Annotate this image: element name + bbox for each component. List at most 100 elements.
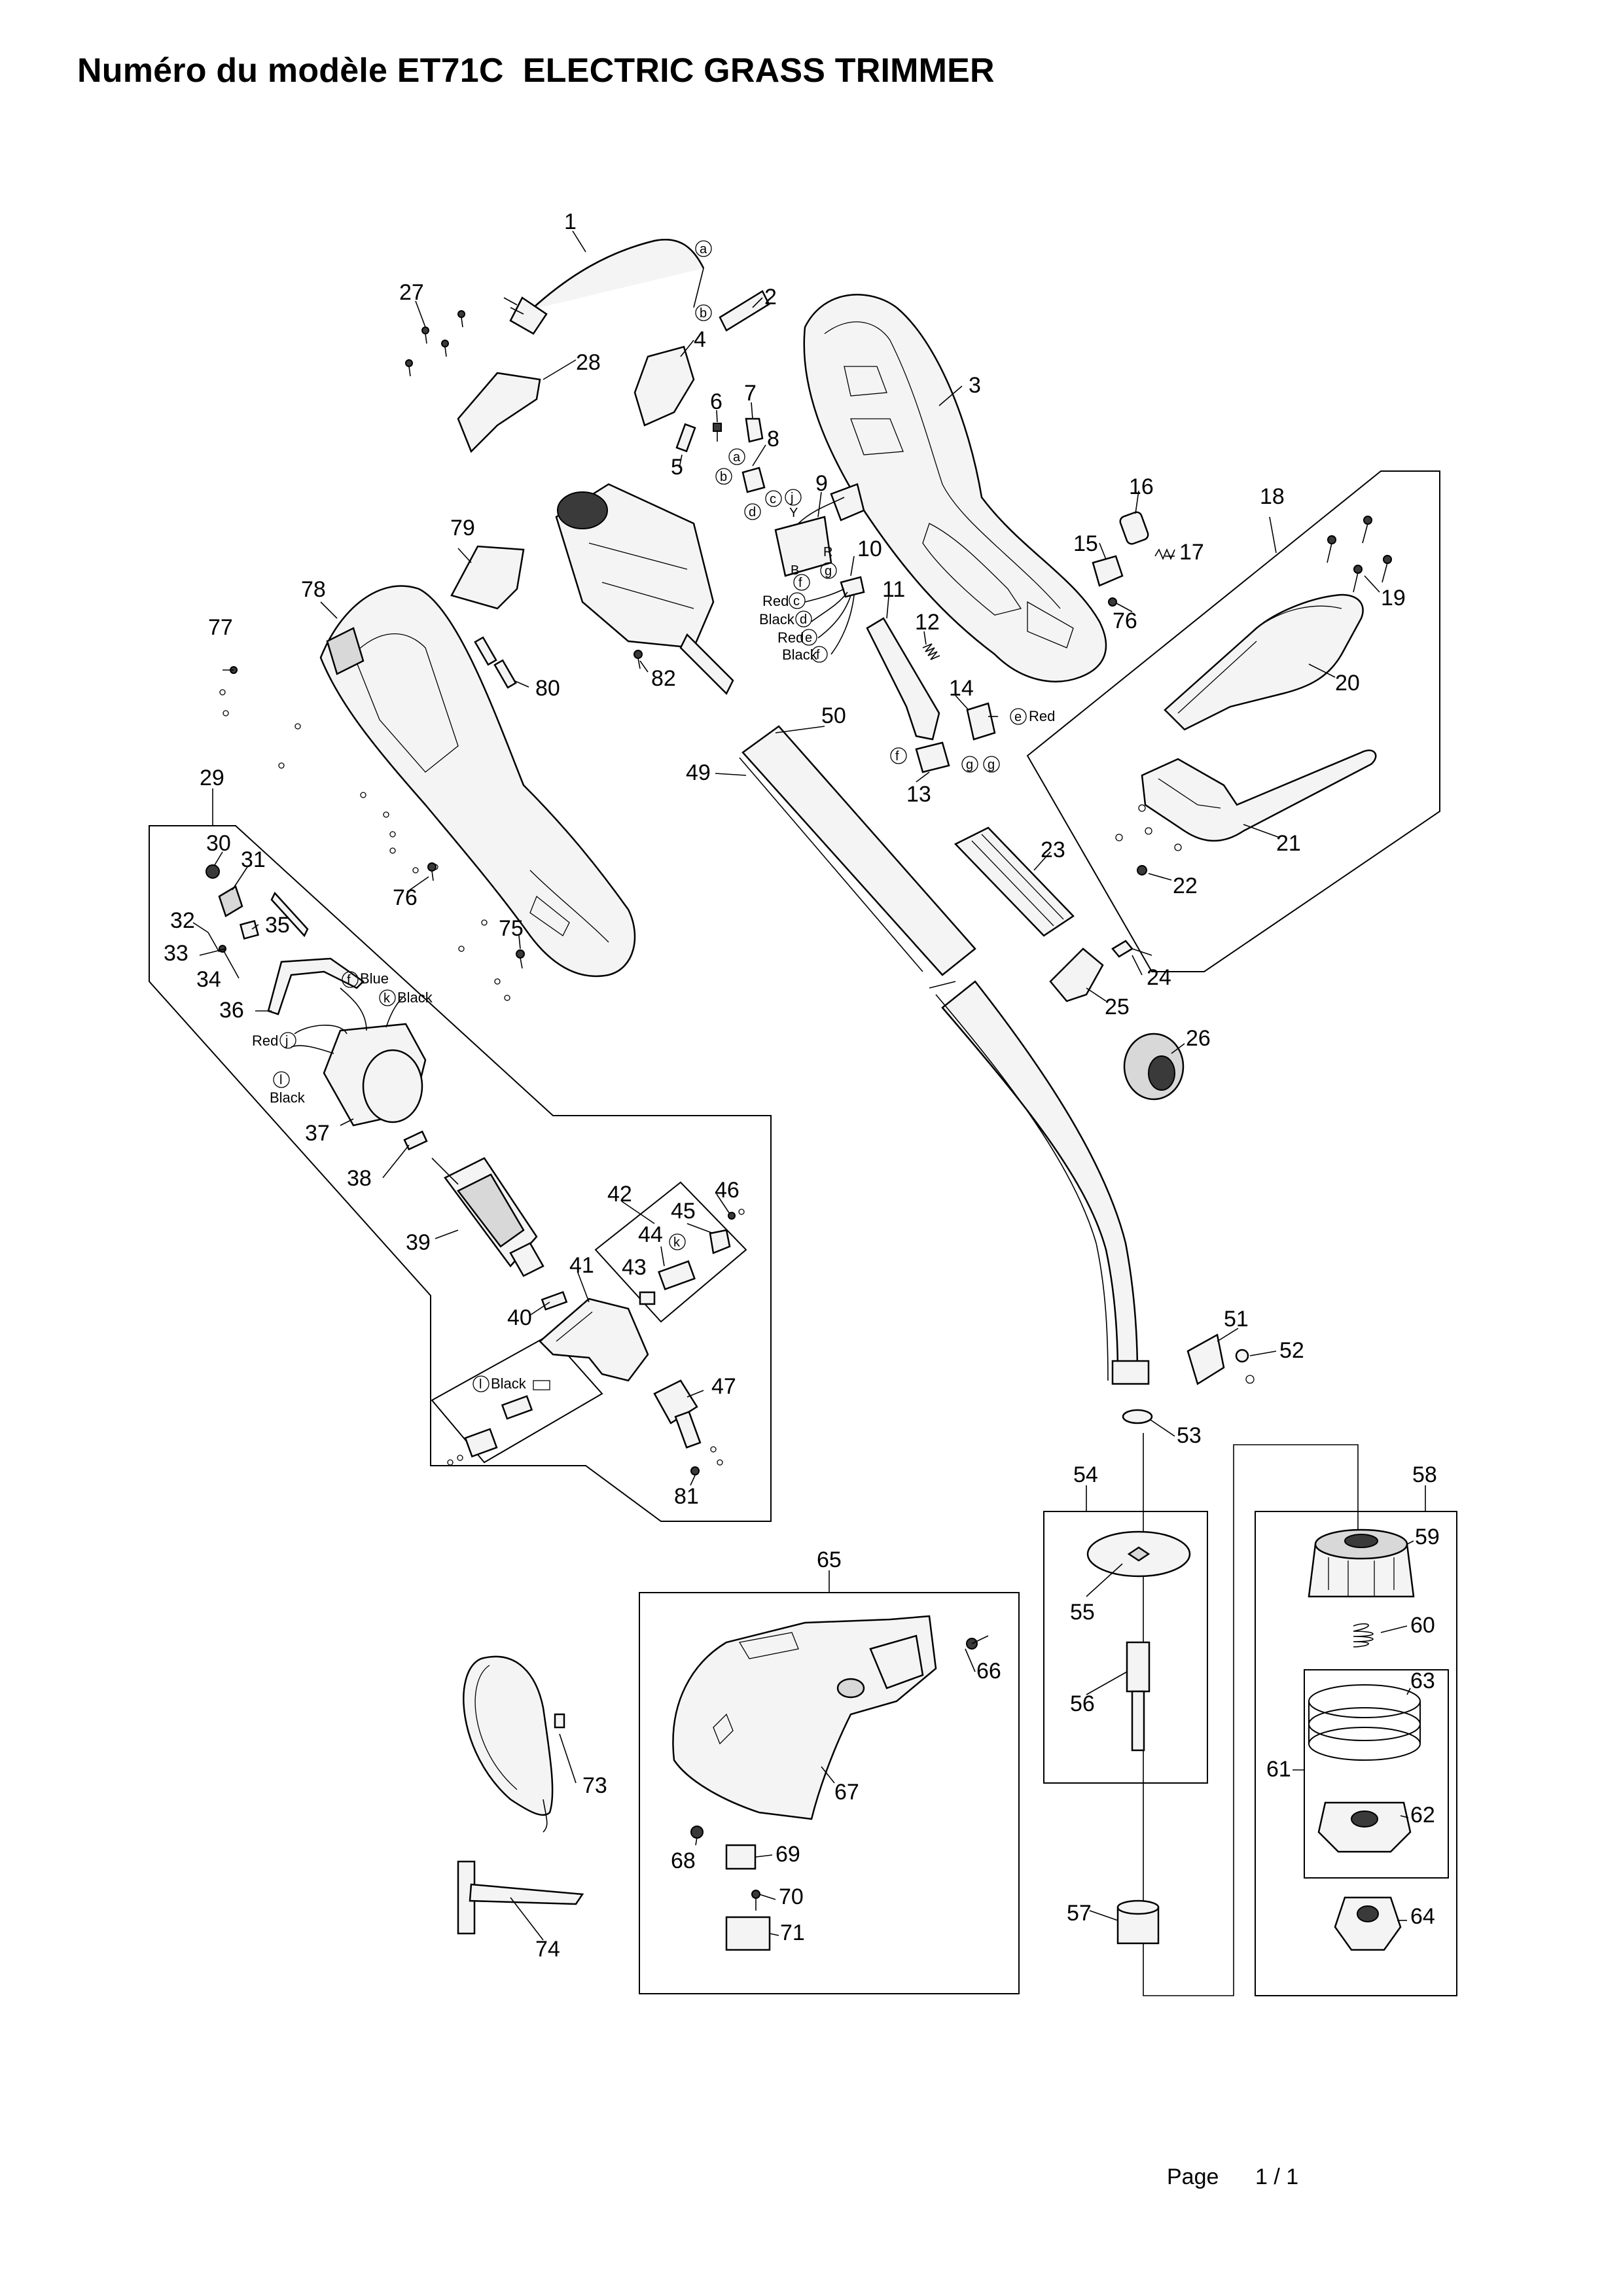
part-label: 70 <box>779 1884 804 1909</box>
front-handle-lower-21 <box>1141 749 1377 842</box>
switch-block-13 <box>915 741 950 773</box>
part-label: 16 <box>1129 474 1154 499</box>
part-label: 75 <box>499 916 524 941</box>
part-label: 55 <box>1070 1600 1095 1625</box>
circled-callouts: a b a b c d j f g c d e f e f g g f k j … <box>273 240 1027 1392</box>
part-label: 25 <box>1105 995 1130 1019</box>
screws-77 <box>219 666 510 1001</box>
cord-sleeve <box>719 290 770 332</box>
part-label: 5 <box>671 455 683 480</box>
part-label: 7 <box>744 381 757 406</box>
part-label: 2 <box>764 285 777 309</box>
callout-e-wire: e <box>800 629 817 646</box>
part-label: 77 <box>208 615 233 640</box>
callout-k-holder: k <box>669 1233 686 1250</box>
part-label: 52 <box>1279 1338 1304 1363</box>
label-71 <box>725 1916 771 1951</box>
brush-holder-44 <box>658 1260 696 1290</box>
svg-text:e: e <box>805 631 812 645</box>
part-label: 32 <box>170 908 195 933</box>
callout-g-block: g <box>961 756 978 773</box>
part-label: 29 <box>200 766 224 790</box>
part-label: 15 <box>1073 531 1098 556</box>
part-label: 20 <box>1335 671 1360 696</box>
svg-text:a: a <box>733 450 741 465</box>
cord-clamp-28 <box>457 372 541 453</box>
screw-66 <box>966 1635 989 1650</box>
part-label: 69 <box>776 1842 800 1867</box>
spacer-40 <box>541 1291 568 1311</box>
part-label: 24 <box>1147 965 1171 990</box>
svg-text:Black: Black <box>782 646 818 663</box>
part-label: 49 <box>686 760 711 785</box>
part-label: 8 <box>767 427 779 451</box>
cutter-69 <box>725 1844 757 1870</box>
part-label: 4 <box>694 327 706 352</box>
line-spool-63 <box>1308 1684 1421 1761</box>
part-label: 73 <box>582 1773 607 1798</box>
shaft-49-50 <box>739 725 1150 1385</box>
svg-text:Red: Red <box>1029 708 1055 724</box>
svg-text:Red: Red <box>777 629 804 646</box>
screw-81 <box>690 1466 700 1475</box>
handle-nuts-22 <box>1115 804 1182 875</box>
spring-12 <box>922 643 940 660</box>
svg-text:b: b <box>720 470 727 484</box>
part-label: 62 <box>1410 1803 1435 1828</box>
part-label: 79 <box>450 516 475 540</box>
front-handle-upper-20 <box>1164 593 1364 731</box>
callout-g-switch: g <box>983 756 1000 773</box>
part-label: 58 <box>1412 1462 1437 1487</box>
part-label: 26 <box>1186 1026 1211 1051</box>
spool-62 <box>1317 1801 1412 1853</box>
part-label: 67 <box>834 1780 859 1805</box>
armature-39 <box>431 1157 544 1277</box>
spindle-56 <box>1126 1641 1150 1752</box>
part-label: 39 <box>406 1230 431 1255</box>
part-label: 68 <box>671 1848 696 1873</box>
svg-text:l: l <box>279 1073 282 1087</box>
part-number-labels: 1 2 3 4 5 6 7 8 9 10 11 12 13 14 15 16 1… <box>164 209 1440 1962</box>
callout-d-wire: d <box>795 610 812 627</box>
switch-lever-11 <box>866 617 940 741</box>
part-label: 50 <box>821 703 846 728</box>
part-label: 82 <box>651 666 676 691</box>
svg-text:j: j <box>285 1034 288 1048</box>
svg-text:f: f <box>816 648 820 662</box>
svg-text:g: g <box>988 758 995 772</box>
part-label: 51 <box>1224 1307 1249 1332</box>
svg-text:f: f <box>798 576 802 590</box>
part-label: 36 <box>219 998 244 1023</box>
wrench-74 <box>457 1860 584 1935</box>
part-label: 9 <box>815 471 828 496</box>
part-label: 76 <box>1113 609 1137 633</box>
part-label: 45 <box>671 1199 696 1224</box>
part-label: 64 <box>1410 1904 1435 1929</box>
part-label: 54 <box>1073 1462 1098 1487</box>
group-outline-29 <box>149 825 772 1522</box>
screw-6 <box>713 423 722 442</box>
svg-text:a: a <box>700 242 707 256</box>
part-label: 42 <box>607 1182 632 1207</box>
spring-60 <box>1353 1623 1374 1648</box>
callout-g-mid: g <box>820 562 837 579</box>
screw-75 <box>516 949 525 969</box>
spacer-38 <box>403 1130 428 1151</box>
leader-lines <box>192 230 1414 1941</box>
svg-text:f: f <box>347 973 351 987</box>
part-label: 56 <box>1070 1691 1095 1716</box>
part-label: 59 <box>1415 1525 1440 1549</box>
part-label: 6 <box>710 389 722 414</box>
handle-housing-left <box>319 585 636 978</box>
callout-d-mid: d <box>744 503 761 520</box>
clamp-25 <box>1049 947 1104 1002</box>
page-number: 1 / 1 <box>1255 2164 1299 2189</box>
part-label: 31 <box>241 847 266 872</box>
svg-text:R: R <box>823 545 832 559</box>
part-label: 22 <box>1173 874 1198 898</box>
page-title: Numéro du modèle ET71C ELECTRIC GRASS TR… <box>77 52 995 90</box>
callout-e-switch: e <box>1010 708 1027 725</box>
button-16 <box>1119 511 1149 545</box>
svg-text:b: b <box>700 306 707 321</box>
callout-f-mid: f <box>793 574 810 591</box>
